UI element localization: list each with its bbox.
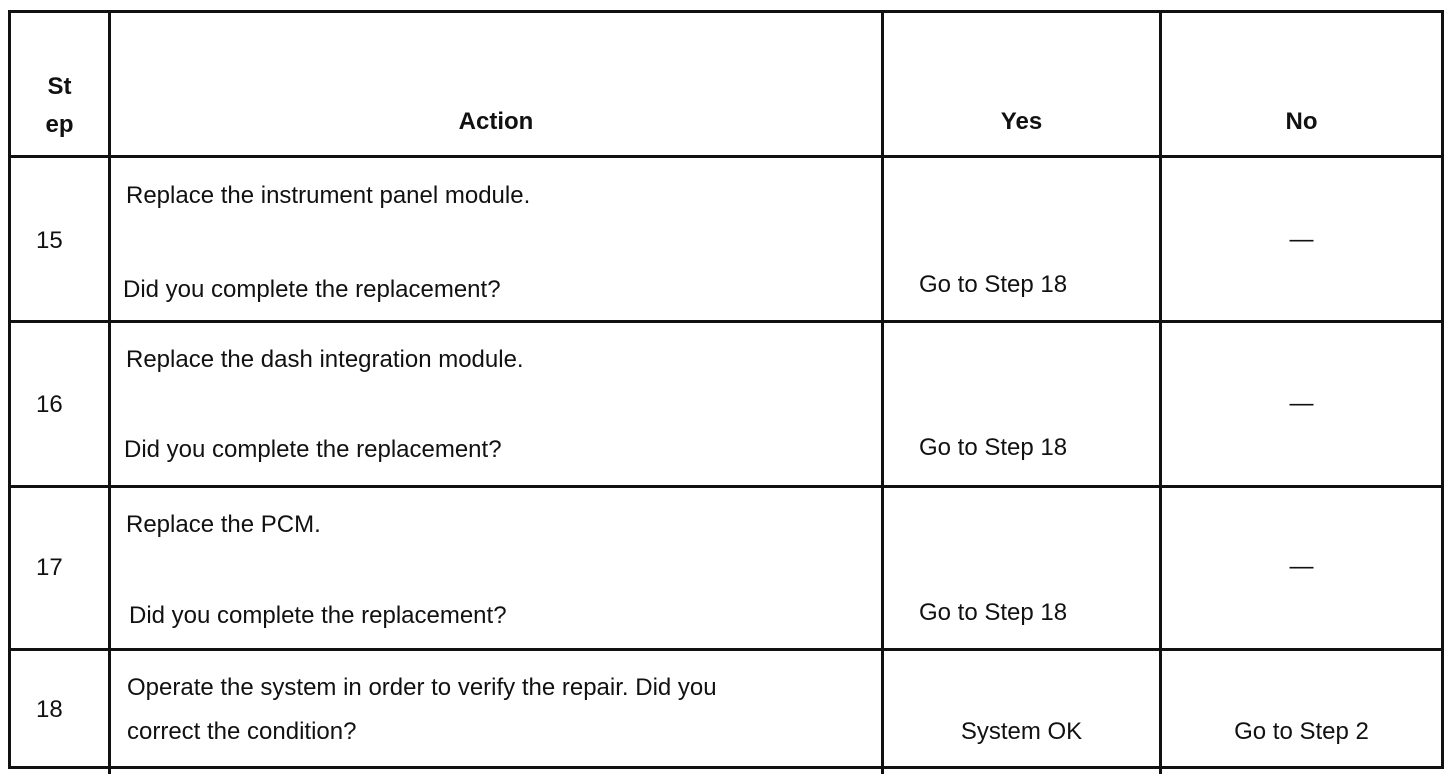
table-rule-col	[108, 10, 111, 774]
table-rule-col	[1159, 10, 1162, 774]
table-rule-col	[881, 10, 884, 774]
diagnostic-table: St ep Action Yes No 15 Replace the instr…	[8, 10, 1456, 774]
row-action-question: correct the condition?	[127, 718, 357, 745]
row-action-text: Replace the PCM.	[126, 511, 321, 538]
row-action-text: Replace the instrument panel module.	[126, 182, 531, 209]
row-action-text: Operate the system in order to verify th…	[127, 674, 717, 701]
row-step-number: 16	[36, 391, 63, 418]
row-action-question: Did you complete the replacement?	[129, 602, 507, 629]
row-no-result: —	[1289, 390, 1314, 417]
header-action: Action	[458, 108, 534, 135]
table-rule-row	[8, 648, 1444, 651]
table-rule-row	[8, 320, 1444, 323]
row-no-result: —	[1289, 553, 1314, 580]
row-step-number: 17	[36, 554, 63, 581]
header-no: No	[1285, 108, 1318, 135]
table-rule-header	[8, 155, 1444, 158]
row-step-number: 15	[36, 227, 63, 254]
row-action-question: Did you complete the replacement?	[123, 276, 501, 303]
table-rule-row	[8, 485, 1444, 488]
table-rule-right	[1441, 10, 1444, 769]
row-step-number: 18	[36, 696, 63, 723]
row-yes-result: Go to Step 18	[919, 434, 1068, 461]
row-yes-result: System OK	[960, 718, 1083, 745]
row-action-question: Did you complete the replacement?	[124, 436, 502, 463]
row-yes-result: Go to Step 18	[919, 271, 1068, 298]
header-step-label: St ep	[45, 73, 74, 138]
row-action-text: Replace the dash integration module.	[126, 346, 524, 373]
row-no-result: Go to Step 2	[1234, 718, 1369, 745]
row-no-result: —	[1289, 226, 1314, 253]
table-rule-bottom	[8, 766, 1444, 769]
header-step: St ep	[11, 68, 108, 144]
table-rule-top	[8, 10, 1444, 13]
table-rule-left	[8, 10, 11, 769]
row-yes-result: Go to Step 18	[919, 599, 1068, 626]
header-yes: Yes	[1000, 108, 1043, 135]
